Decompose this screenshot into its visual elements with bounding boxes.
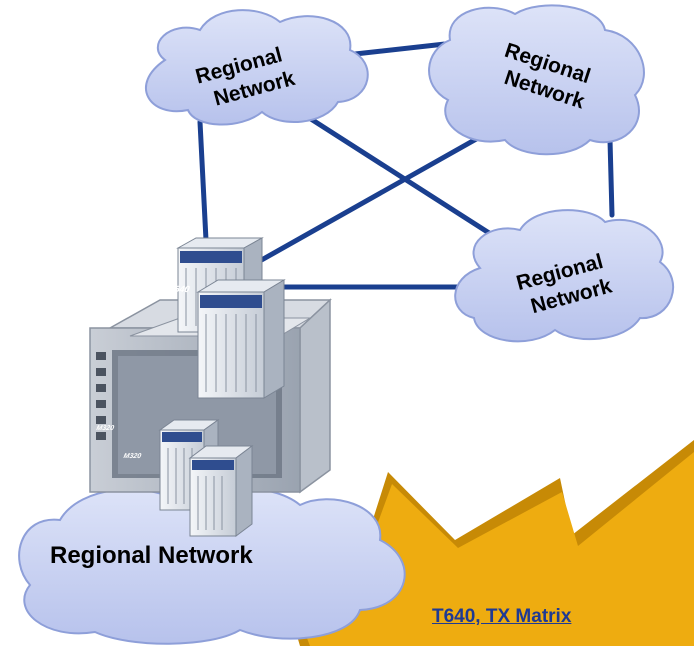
link-topleft-right	[297, 109, 503, 243]
cloud-top-left-regional-network: Regional Network	[145, 9, 369, 126]
router-m320-right-label: M320	[123, 453, 142, 460]
cloud-right-regional-network: Regional Network	[454, 209, 675, 343]
link-topright-router	[255, 117, 513, 265]
router-t640-top-label: T640	[152, 241, 174, 251]
router-m320-left-label: M320	[96, 425, 115, 432]
router-m320-right: M320	[123, 445, 254, 537]
burst-link-t640-tx-matrix[interactable]: T640, TX Matrix	[432, 606, 572, 627]
link-topleft-topright	[352, 41, 448, 57]
link-topleft-router	[197, 119, 209, 243]
cloud-top-right-regional-network: Regional Network	[428, 4, 645, 156]
router-t640-bottom: T640	[168, 279, 286, 399]
cloud-bottom-label: Regional Network	[50, 542, 253, 569]
router-t640-bottom-label: T640	[168, 284, 190, 294]
network-links	[197, 41, 615, 423]
link-topright-right	[607, 137, 615, 218]
